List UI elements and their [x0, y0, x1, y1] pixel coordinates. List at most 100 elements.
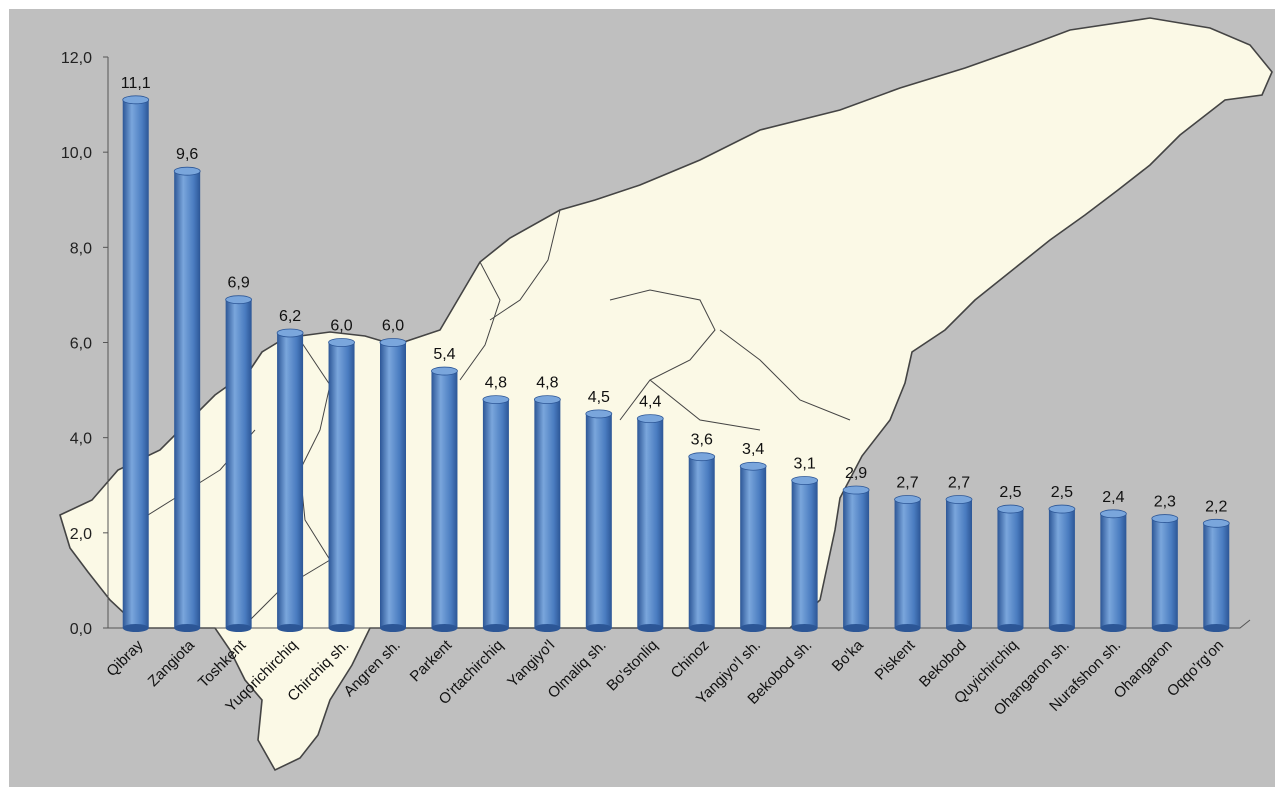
bar: [842, 485, 870, 632]
bar: [533, 395, 561, 632]
bar-base: [174, 624, 201, 632]
bar-base: [997, 624, 1024, 632]
bar-cap: [533, 395, 561, 405]
bar-base: [1100, 624, 1127, 632]
bar-body: [328, 342, 355, 628]
bar-body: [225, 299, 252, 628]
bar-cap: [328, 338, 355, 347]
bar: [1151, 514, 1179, 632]
data-label: 4,5: [588, 389, 610, 406]
y-tick-label: 10,0: [61, 145, 92, 162]
bar-base: [122, 624, 149, 632]
bar: [739, 461, 767, 632]
bar-body: [431, 371, 458, 628]
data-label: 3,4: [742, 441, 764, 458]
bar: [688, 452, 716, 632]
bar-body: [1100, 513, 1127, 628]
bar: [225, 295, 253, 632]
y-tick-label: 8,0: [70, 240, 92, 257]
bar-base: [585, 624, 612, 632]
bar-cap: [688, 452, 716, 462]
bar-base: [791, 624, 818, 632]
bar-cap: [431, 366, 458, 376]
bar-body: [585, 413, 612, 628]
bar: [173, 166, 201, 632]
data-label: 6,0: [330, 318, 352, 335]
data-label: 6,2: [279, 308, 301, 325]
bar-cap: [842, 485, 870, 495]
bar-cap: [1048, 504, 1076, 514]
bar: [1048, 504, 1076, 632]
bar-body: [946, 499, 972, 628]
bar-base: [740, 624, 767, 632]
bar-body: [688, 456, 715, 628]
bar-base: [431, 624, 458, 632]
bar-cap: [945, 495, 973, 504]
bar-base: [843, 624, 870, 632]
data-label: 3,1: [794, 455, 816, 472]
bar: [482, 395, 510, 632]
bar: [791, 476, 819, 632]
y-tick-label: 4,0: [70, 431, 92, 448]
data-label: 2,3: [1154, 494, 1176, 511]
data-label: 2,9: [845, 465, 867, 482]
bar: [379, 338, 407, 632]
bar: [431, 366, 458, 632]
bar-body: [637, 418, 664, 628]
bar-cap: [1151, 514, 1179, 523]
bar-base: [894, 624, 921, 632]
bar-body: [997, 509, 1024, 628]
bar-base: [637, 624, 664, 632]
bar-base: [277, 624, 304, 632]
bar-body: [122, 99, 149, 628]
y-axis-ticks: 0,02,04,06,08,010,012,0: [61, 50, 108, 638]
bars: [122, 95, 1230, 632]
bar: [1099, 509, 1127, 632]
bar-body: [740, 466, 767, 628]
bar-base: [328, 624, 355, 632]
bar: [1202, 518, 1230, 632]
bar-body: [277, 332, 304, 628]
bar: [276, 328, 304, 632]
bar-cap: [122, 95, 150, 105]
data-label: 2,2: [1205, 498, 1227, 515]
bar-base: [1151, 624, 1178, 632]
bar-cap: [1202, 518, 1230, 528]
bar-cap: [636, 414, 664, 424]
data-label: 5,4: [433, 346, 455, 363]
bar: [945, 495, 973, 632]
bar: [636, 414, 664, 632]
data-label: 6,0: [382, 318, 404, 335]
data-label: 4,4: [639, 394, 661, 411]
bar-cap: [173, 166, 201, 176]
data-label: 4,8: [536, 375, 558, 392]
bar-base: [534, 624, 561, 632]
data-label: 9,6: [176, 146, 198, 163]
bar-cap: [276, 328, 304, 338]
bar-base: [380, 624, 406, 632]
data-label: 3,6: [691, 432, 713, 449]
bar: [997, 504, 1024, 632]
data-label: 2,5: [999, 484, 1021, 501]
bar-body: [791, 480, 818, 628]
bar-cap: [739, 461, 767, 471]
region-map-background: [59, 17, 1273, 772]
bar: [585, 409, 613, 632]
data-label: 2,5: [1051, 484, 1073, 501]
bar-cap: [791, 476, 819, 485]
data-label: 11,1: [121, 75, 151, 92]
bar-base: [482, 624, 509, 632]
data-label: 4,8: [485, 375, 507, 392]
bar: [894, 495, 921, 632]
bar-base: [1203, 624, 1230, 632]
y-tick-label: 0,0: [70, 621, 92, 638]
y-tick-label: 2,0: [70, 526, 92, 543]
bar-cap: [585, 409, 613, 419]
data-label: 2,7: [896, 475, 918, 492]
bar-body: [894, 499, 921, 628]
y-tick-label: 12,0: [61, 50, 92, 67]
bar-cap: [482, 395, 510, 405]
